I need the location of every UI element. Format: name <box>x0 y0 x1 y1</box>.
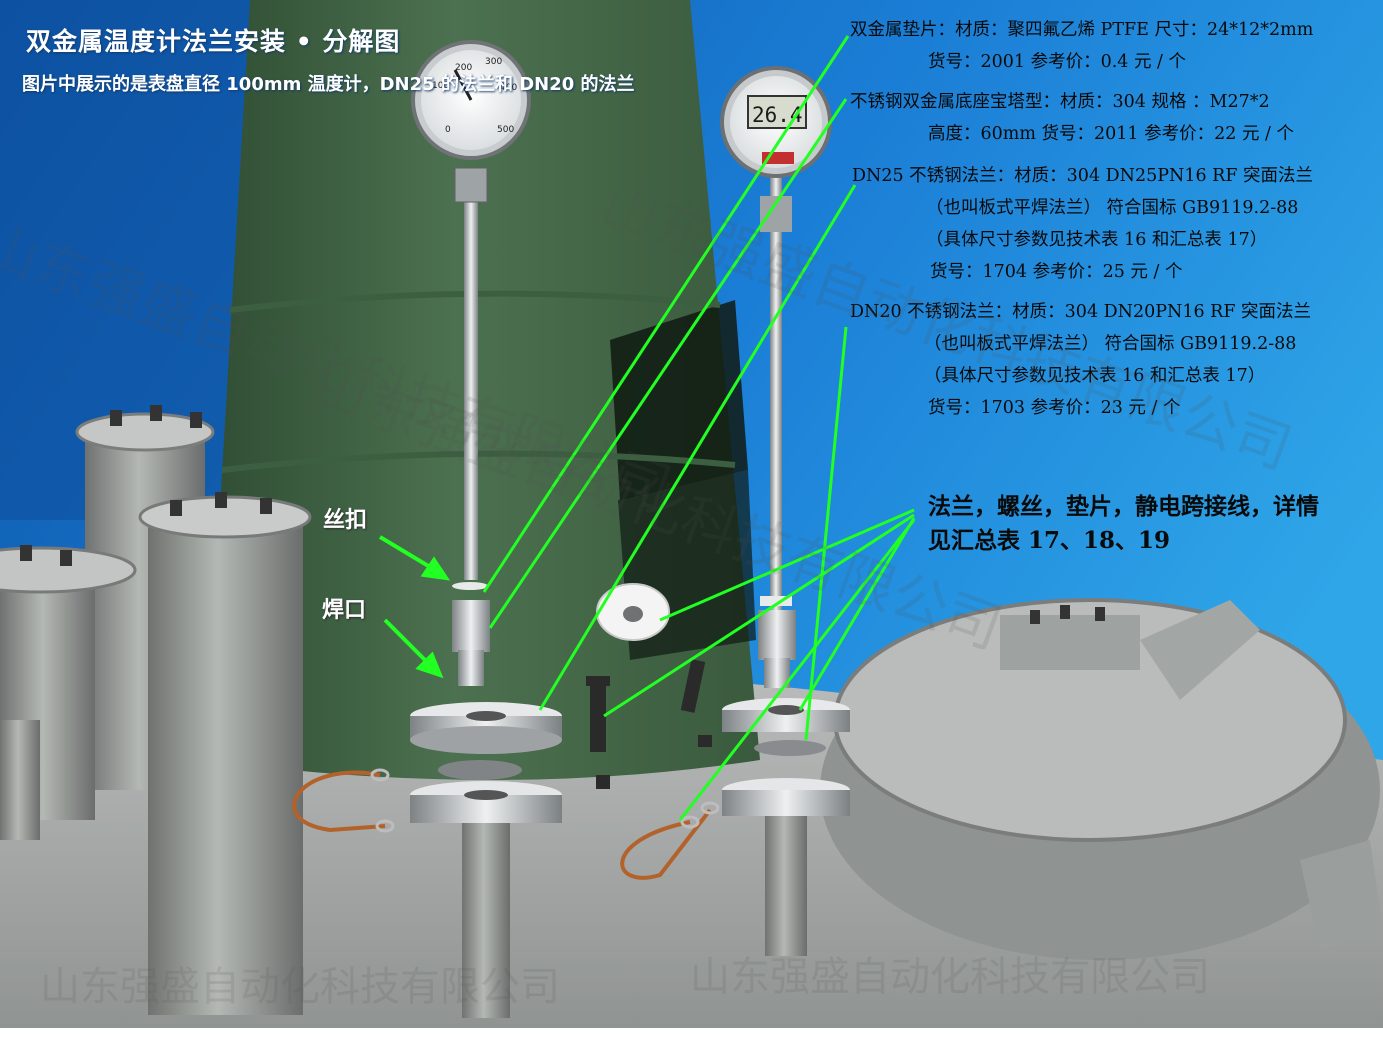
spec-dn25-flange: DN25 不锈钢法兰：材质：304 DN25PN16 RF 突面法兰 （也叫板式… <box>852 160 1313 288</box>
spec-dn20-flange: DN20 不锈钢法兰：材质：304 DN20PN16 RF 突面法兰 （也叫板式… <box>850 296 1311 424</box>
spec-gasket: 双金属垫片：材质：聚四氟乙烯 PTFE 尺寸：24*12*2mm 货号：2001… <box>850 14 1313 78</box>
weld-arrow <box>383 618 444 679</box>
spec-dn25-line4: 货号：1704 参考价：25 元 / 个 <box>930 262 1183 282</box>
spec-dn20-line3: （具体尺寸参数见技术表 16 和汇总表 17） <box>924 366 1266 386</box>
dial-tick-label: 100 <box>432 81 449 91</box>
spec-dn25-line1: DN25 不锈钢法兰：材质：304 DN25PN16 RF 突面法兰 <box>852 166 1314 186</box>
parts-summary-line2: 见汇总表 17、18、19 <box>928 527 1171 554</box>
left-pipes <box>0 405 312 1015</box>
leader-lines <box>482 35 916 821</box>
watermark-bottom: 山东强盛自动化科技有限公司 <box>40 964 560 1010</box>
jumper-wire-left <box>292 770 386 833</box>
ptfe-gasket-lower-left <box>438 760 522 780</box>
digital-thermometer: 26.4 <box>720 66 832 615</box>
spec-dn20-line1: DN20 不锈钢法兰：材质：304 DN20PN16 RF 突面法兰 <box>850 302 1312 322</box>
dial-tick-label: 300 <box>485 57 502 67</box>
tower-ring-2 <box>221 450 736 473</box>
spec-base: 不锈钢双金属底座宝塔型：材质：304 规格 ：M27*2 高度：60mm 货号：… <box>850 86 1294 150</box>
tower-opening <box>610 300 748 500</box>
spec-base-line2: 高度：60mm 货号：2011 参考价：22 元 / 个 <box>928 124 1294 144</box>
page-title: 双金属温度计法兰安装 • 分解图 <box>26 27 401 56</box>
spec-dn25-line3: （具体尺寸参数见技术表 16 和汇总表 17） <box>926 230 1268 250</box>
spec-dn20-line4: 货号：1703 参考价：23 元 / 个 <box>928 398 1181 418</box>
spec-base-line1: 不锈钢双金属底座宝塔型：材质：304 规格 ：M27*2 <box>850 92 1270 112</box>
dn25-flange-left <box>410 702 562 754</box>
spec-gasket-line1: 双金属垫片：材质：聚四氟乙烯 PTFE 尺寸：24*12*2mm <box>850 20 1314 40</box>
dial-tick-labels: 200 300 100 400 0 500 <box>432 57 517 135</box>
page-subtitle: 图片中展示的是表盘直径 100mm 温度计，DN25 的法兰和 DN20 的法兰 <box>22 74 635 95</box>
parts-summary-line1: 法兰，螺丝，垫片，静电跨接线，详情 <box>928 493 1319 520</box>
jumper-wire-right <box>620 808 712 880</box>
dial-tick-label: 500 <box>497 125 514 135</box>
thermowell-base-right <box>758 596 796 688</box>
parts-summary-note: 法兰，螺丝，垫片，静电跨接线，详情 见汇总表 17、18、19 <box>928 490 1319 558</box>
spec-dn25-line2: （也叫板式平焊法兰） 符合国标 GB9119.2-88 <box>926 198 1299 218</box>
spec-gasket-line2: 货号：2001 参考价：0.4 元 / 个 <box>928 52 1187 72</box>
dn25-flange-weld-left <box>410 781 562 1018</box>
manway-cover <box>820 598 1383 960</box>
digital-readout: 26.4 <box>752 103 803 127</box>
callout-weld: 焊口 <box>322 598 367 623</box>
dial-tick-label: 400 <box>500 83 517 93</box>
dial-tick-label: 200 <box>455 63 472 73</box>
thread-gasket-left <box>452 582 488 590</box>
thermowell-base-left <box>452 600 490 686</box>
callout-thread: 丝扣 <box>323 508 368 533</box>
thread-arrow <box>378 535 451 581</box>
watermark-bottom: 山东强盛自动化科技有限公司 <box>690 954 1210 1000</box>
dial-thermometer <box>411 40 531 580</box>
ptfe-gasket-white <box>596 583 670 641</box>
dial-tick-label: 0 <box>445 125 451 135</box>
bottom-border <box>0 1028 1383 1041</box>
bolts <box>586 659 712 789</box>
spec-dn20-line2: （也叫板式平焊法兰） 符合国标 GB9119.2-88 <box>924 334 1297 354</box>
